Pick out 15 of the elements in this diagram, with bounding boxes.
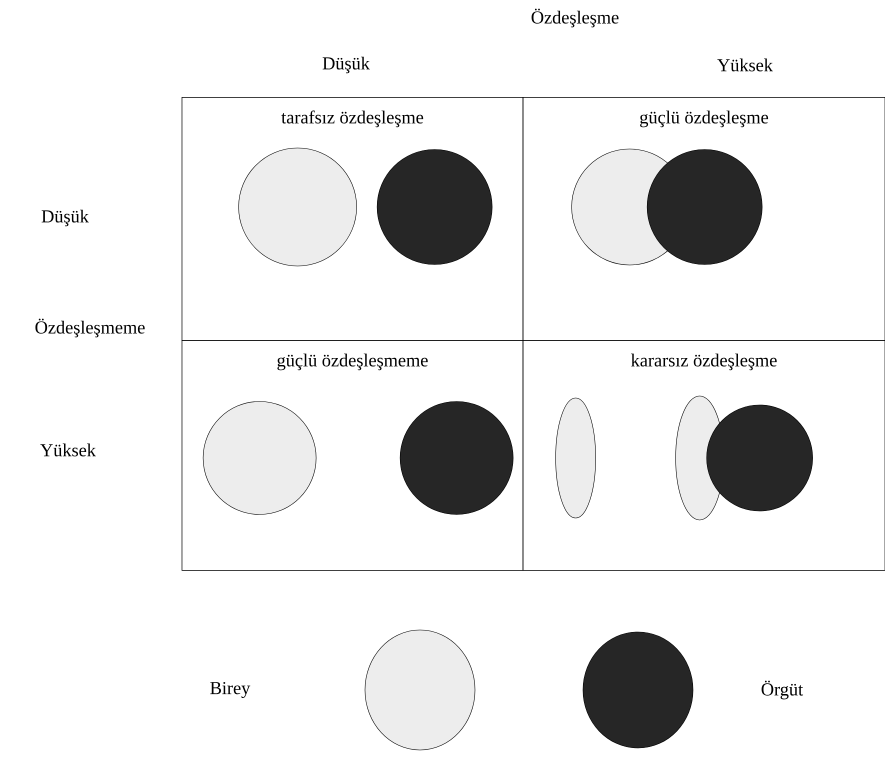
dotted-circle bbox=[202, 401, 316, 515]
dark-circle bbox=[400, 401, 514, 515]
quadrant-cell: tarafsız özdeşleşme bbox=[182, 96, 524, 341]
axis-title: Özdeşleşmeme bbox=[35, 318, 145, 338]
quadrant-cell: güçlü özdeşleşmeme bbox=[182, 340, 524, 571]
axis-label: Yüksek bbox=[717, 58, 773, 72]
legend-label: Birey bbox=[210, 682, 250, 698]
dotted-ellipse bbox=[555, 398, 596, 518]
dotted-circle bbox=[238, 148, 357, 266]
axis-title: Özdeşleşme bbox=[532, 8, 619, 28]
axis-label: Yüksek bbox=[40, 444, 96, 456]
axis-label: Düşük bbox=[42, 210, 89, 226]
dark-circle bbox=[376, 149, 492, 265]
legend-label: Örgüt bbox=[762, 680, 804, 700]
axis-label: Düşük bbox=[322, 56, 370, 74]
